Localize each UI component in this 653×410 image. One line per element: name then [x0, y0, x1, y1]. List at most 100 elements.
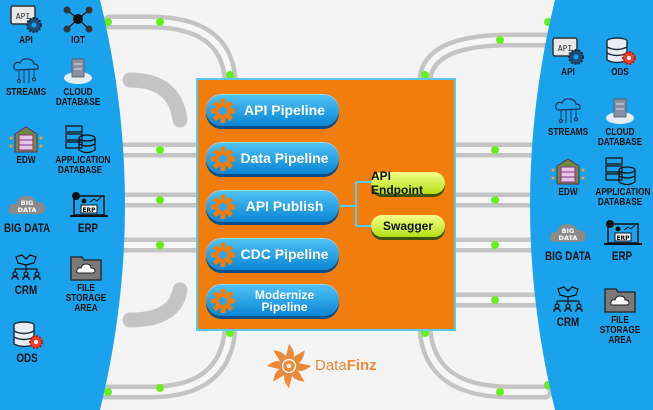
- target-edw[interactable]: EDW: [540, 156, 596, 198]
- svg-text:BIG: BIG: [562, 227, 575, 235]
- source-edw[interactable]: EDW: [0, 124, 54, 166]
- source-iot[interactable]: IOT: [50, 4, 106, 46]
- modernize-pipeline-button[interactable]: Modernize Pipeline: [206, 285, 339, 316]
- target-streams[interactable]: STREAMS: [540, 96, 596, 138]
- source-label: ODS: [16, 351, 38, 365]
- target-erp[interactable]: ERP ERP: [594, 218, 650, 262]
- source-label: FILE STORAGE AREA: [65, 283, 107, 314]
- target-ods[interactable]: ODS: [592, 36, 648, 78]
- handshake-org-icon: [0, 252, 54, 282]
- target-file-storage-area[interactable]: FILE STORAGE AREA: [592, 284, 648, 346]
- svg-text:DATA: DATA: [18, 206, 37, 214]
- api-publish-button[interactable]: API Publish: [206, 191, 339, 222]
- iot-network-icon: [50, 4, 106, 34]
- api-pipeline-button[interactable]: API Pipeline: [206, 95, 339, 126]
- target-label: ODS: [611, 67, 629, 78]
- pipeline-label: API Publish: [245, 198, 324, 214]
- svg-text:BIG: BIG: [21, 199, 34, 207]
- target-cloud-database[interactable]: CLOUD DATABASE: [592, 96, 648, 148]
- brand-name-light: Data: [315, 357, 347, 374]
- datafinz-flower-icon: [266, 343, 312, 388]
- target-label: ERP: [611, 249, 633, 263]
- source-label: IOT: [71, 35, 85, 46]
- source-api[interactable]: API API: [0, 4, 54, 46]
- connector-dots: [104, 18, 552, 396]
- source-label: CRM: [14, 283, 38, 297]
- target-label: EDW: [558, 187, 578, 198]
- data-pipeline-button[interactable]: Data Pipeline: [206, 143, 339, 174]
- source-file-storage-area[interactable]: FILE STORAGE AREA: [58, 252, 114, 314]
- source-ods[interactable]: ODS: [0, 320, 55, 364]
- cloud-streams-icon: [540, 96, 596, 126]
- source-erp[interactable]: ERP ERP: [60, 190, 116, 234]
- swagger-label: Swagger: [382, 219, 433, 233]
- source-crm[interactable]: CRM: [0, 252, 54, 296]
- cloud-database-icon: [50, 56, 106, 86]
- target-label: STREAMS: [547, 127, 589, 138]
- svg-text:ERP: ERP: [616, 235, 630, 242]
- target-application-database[interactable]: APPLICATION DATABASE: [592, 156, 651, 208]
- handshake-org-icon: [540, 284, 596, 314]
- datafinz-logo: DataFinz: [265, 338, 385, 393]
- source-label: STREAMS: [5, 87, 47, 98]
- api-gear-icon: API: [540, 36, 596, 66]
- cloud-folder-icon: [58, 252, 114, 282]
- svg-text:API: API: [16, 12, 31, 21]
- gear-icon: [210, 194, 236, 220]
- cloud-folder-icon: [592, 284, 648, 314]
- source-label: ERP: [77, 221, 99, 235]
- source-streams[interactable]: STREAMS: [0, 56, 54, 98]
- cdc-pipeline-button[interactable]: CDC Pipeline: [206, 239, 339, 270]
- pipeline-label: API Pipeline: [244, 102, 325, 118]
- pipeline-label: CDC Pipeline: [240, 246, 329, 262]
- warehouse-icon: [540, 156, 596, 186]
- source-label: EDW: [16, 155, 36, 166]
- database-gear-icon: [0, 320, 55, 350]
- api-gear-icon: API: [0, 4, 54, 34]
- svg-text:API: API: [558, 44, 573, 53]
- gear-icon: [210, 146, 236, 172]
- erp-monitor-icon: ERP: [594, 218, 650, 248]
- warehouse-icon: [0, 124, 54, 154]
- sources-panel: [0, 0, 125, 410]
- database-gear-icon: [592, 36, 648, 66]
- source-label: BIG DATA: [4, 221, 51, 235]
- cloud-streams-icon: [0, 56, 54, 86]
- target-label: CRM: [556, 315, 580, 329]
- api-endpoint-button[interactable]: API Endpoint: [371, 169, 445, 197]
- target-label: FILE STORAGE AREA: [599, 315, 641, 346]
- source-cloud-database[interactable]: CLOUD DATABASE: [50, 56, 106, 108]
- source-label: APPLICATION DATABASE: [55, 155, 111, 176]
- svg-text:ERP: ERP: [82, 207, 96, 214]
- svg-text:DATA: DATA: [559, 234, 578, 242]
- source-label: API: [19, 35, 33, 46]
- brand-name-bold: Finz: [346, 357, 377, 374]
- target-crm[interactable]: CRM: [540, 284, 596, 328]
- pipeline-label: Data Pipeline: [240, 150, 329, 166]
- target-label: BIG DATA: [545, 249, 592, 263]
- cloud-database-icon: [592, 96, 648, 126]
- target-label: API: [561, 67, 575, 78]
- gear-icon: [210, 288, 236, 314]
- swagger-button[interactable]: Swagger: [371, 215, 445, 237]
- target-api[interactable]: API API: [540, 36, 596, 78]
- gear-icon: [210, 98, 236, 124]
- gear-icon: [210, 242, 236, 268]
- target-label: APPLICATION DATABASE: [595, 187, 651, 208]
- source-application-database[interactable]: APPLICATION DATABASE: [52, 124, 111, 176]
- brand-name: DataFinz: [315, 357, 377, 374]
- source-label: CLOUD DATABASE: [55, 87, 101, 108]
- erp-monitor-icon: ERP: [60, 190, 116, 220]
- target-label: CLOUD DATABASE: [597, 127, 643, 148]
- api-endpoint-label: API Endpoint: [371, 169, 423, 197]
- app-database-icon: [52, 124, 108, 154]
- pipeline-label: Modernize Pipeline: [254, 287, 315, 314]
- app-database-icon: [592, 156, 648, 186]
- publish-connector: [340, 181, 372, 227]
